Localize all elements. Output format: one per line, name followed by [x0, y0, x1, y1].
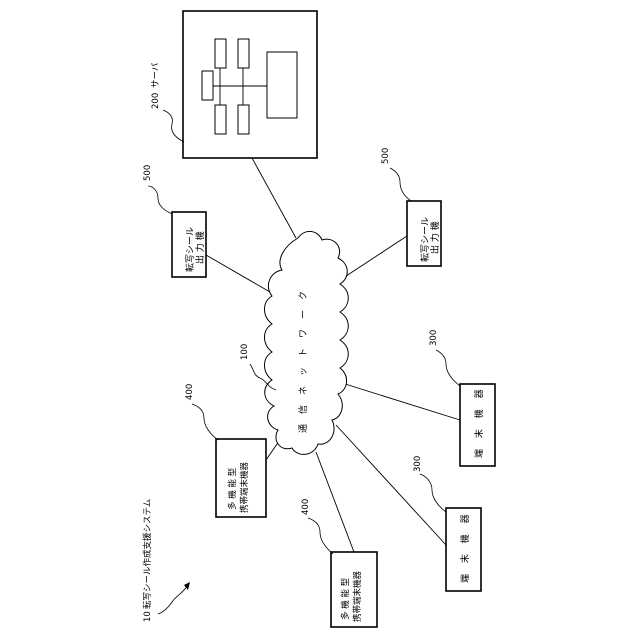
mobile-line1: 多 機 能 型	[227, 467, 238, 510]
server-leader	[163, 110, 184, 142]
edge-server	[252, 158, 296, 238]
network-cloud: 通信ネットワーク 100	[240, 231, 348, 454]
mobile-line1: 多 機 能 型	[340, 577, 351, 620]
edge-terminal-top	[342, 383, 460, 420]
system-title: 10 転写シール作成支援システム	[142, 499, 190, 622]
mobile-line2: 携帯端末機器	[239, 461, 250, 513]
mobile-node-bottom: 多 機 能 型 携帯端末機器 400	[301, 499, 377, 627]
server-label: サーバ	[151, 62, 161, 88]
printer-node-right: 転写シール 出 力 機 500	[381, 148, 441, 266]
mobile-leader	[308, 518, 333, 554]
network-label: 通信ネットワーク	[297, 281, 309, 433]
mobile-line2: 携帯端末機器	[352, 570, 363, 622]
server-ref: 200	[151, 93, 161, 109]
system-title-text: 転写シール作成支援システム	[142, 499, 153, 609]
network-ref: 100	[240, 344, 250, 360]
terminal-node-bottom: 端 末 機 器 300	[413, 456, 481, 591]
mobile-ref: 400	[301, 499, 311, 515]
edge-mobile-bottom	[316, 452, 354, 552]
edge-printer-right	[337, 236, 407, 282]
terminal-node-top: 端 末 機 器 300	[429, 330, 495, 466]
printer-line1: 転写シール	[420, 217, 431, 262]
terminal-ref: 300	[413, 456, 423, 472]
mobile-leader	[192, 404, 218, 440]
printer-ref: 500	[381, 148, 391, 164]
printer-line2: 出 力 機	[194, 231, 206, 264]
printer-line2: 出 力 機	[429, 221, 441, 254]
system-ref: 10	[143, 611, 153, 622]
terminal-leader	[436, 350, 460, 386]
mobile-node-left: 多 機 能 型 携帯端末機器 400	[185, 384, 266, 517]
printer-line1: 転写シール	[185, 227, 196, 272]
printer-ref: 500	[143, 165, 153, 181]
terminal-leader	[420, 474, 446, 512]
edge-printer-left	[206, 255, 270, 292]
terminal-label: 端 末 機 器	[459, 510, 471, 583]
system-arrow	[158, 585, 188, 614]
edge-terminal-bottom	[336, 425, 446, 545]
terminal-label: 端 末 機 器	[473, 385, 485, 458]
server-node: 200 サーバ	[151, 11, 317, 158]
printer-node-left: 転写シール 出 力 機 500	[143, 165, 206, 277]
mobile-ref: 400	[185, 384, 195, 400]
printer-leader	[390, 168, 411, 201]
printer-leader	[148, 186, 172, 214]
terminal-ref: 300	[429, 330, 439, 346]
